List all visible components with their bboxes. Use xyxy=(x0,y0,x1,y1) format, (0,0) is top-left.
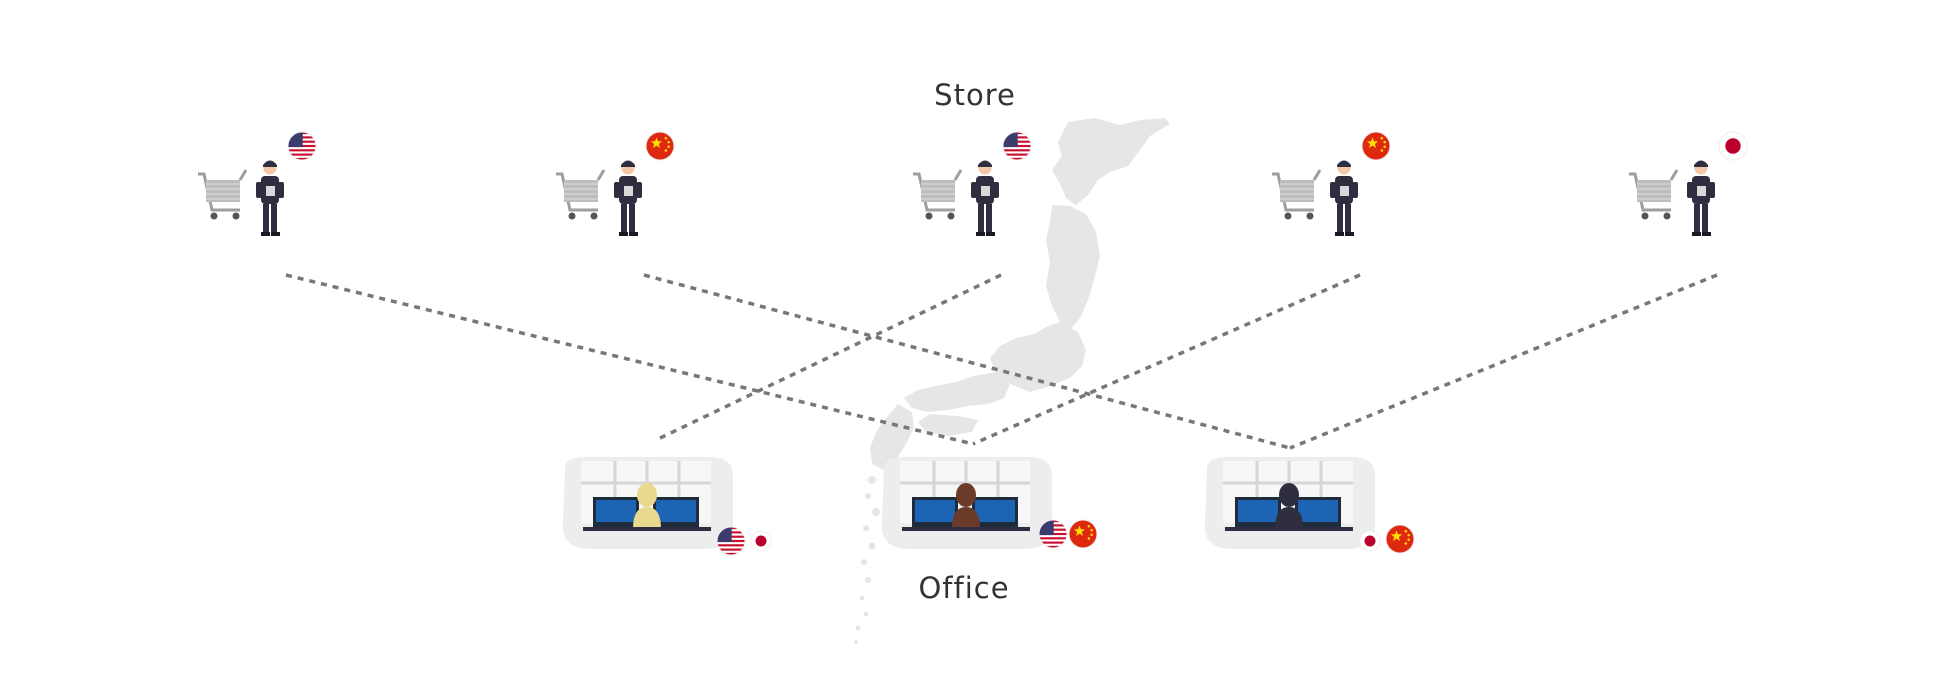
office-workstation xyxy=(562,457,733,549)
office-worker-icon xyxy=(952,483,980,529)
office-worker-icon xyxy=(633,483,661,529)
desk-icon xyxy=(902,527,1030,531)
office-worker-icon xyxy=(1275,483,1303,529)
shopper-person-icon xyxy=(1330,160,1358,236)
shopper-person-icon xyxy=(971,160,999,236)
connections-layer xyxy=(285,273,1718,450)
office-label: Office xyxy=(918,571,1010,605)
connection-line xyxy=(655,273,1002,442)
office-workstation xyxy=(1204,457,1375,549)
connection-line xyxy=(972,273,1361,446)
shopping-cart-icon xyxy=(1629,169,1679,220)
store-shopper xyxy=(556,160,642,236)
offices-layer xyxy=(562,457,1415,556)
shopping-cart-icon xyxy=(913,169,963,220)
shopper-person-icon xyxy=(1687,160,1715,236)
shopping-cart-icon xyxy=(556,169,606,220)
japan-map xyxy=(854,118,1170,644)
desk-icon xyxy=(1225,527,1353,531)
us-flag-icon xyxy=(716,526,746,556)
store-shopper xyxy=(1629,160,1715,236)
japan-flag-icon xyxy=(750,530,772,552)
china-flag-icon xyxy=(1361,131,1391,161)
china-flag-icon xyxy=(645,131,675,161)
dual-monitor-icon xyxy=(912,497,1018,527)
shopper-person-icon xyxy=(256,160,284,236)
us-flag-icon xyxy=(287,131,317,161)
desk-icon xyxy=(583,527,711,531)
us-flag-icon xyxy=(1038,519,1068,549)
stores-layer xyxy=(198,131,1748,236)
china-flag-icon xyxy=(1385,524,1415,554)
japan-flag-icon xyxy=(1718,131,1748,161)
japan-flag-icon xyxy=(1359,530,1381,552)
connection-line xyxy=(643,273,1291,450)
store-label: Store xyxy=(934,78,1016,112)
store-shopper xyxy=(1272,160,1358,236)
china-flag-icon xyxy=(1068,519,1098,549)
shopping-cart-icon xyxy=(1272,169,1322,220)
dual-monitor-icon xyxy=(1235,497,1341,527)
store-shopper xyxy=(913,160,999,236)
shopping-cart-icon xyxy=(198,169,248,220)
office-workstation xyxy=(881,457,1052,549)
store-shopper xyxy=(198,160,284,236)
connection-line xyxy=(285,273,974,446)
shopper-person-icon xyxy=(614,160,642,236)
us-flag-icon xyxy=(1002,131,1032,161)
connection-line xyxy=(1289,273,1718,450)
dual-monitor-icon xyxy=(593,497,699,527)
